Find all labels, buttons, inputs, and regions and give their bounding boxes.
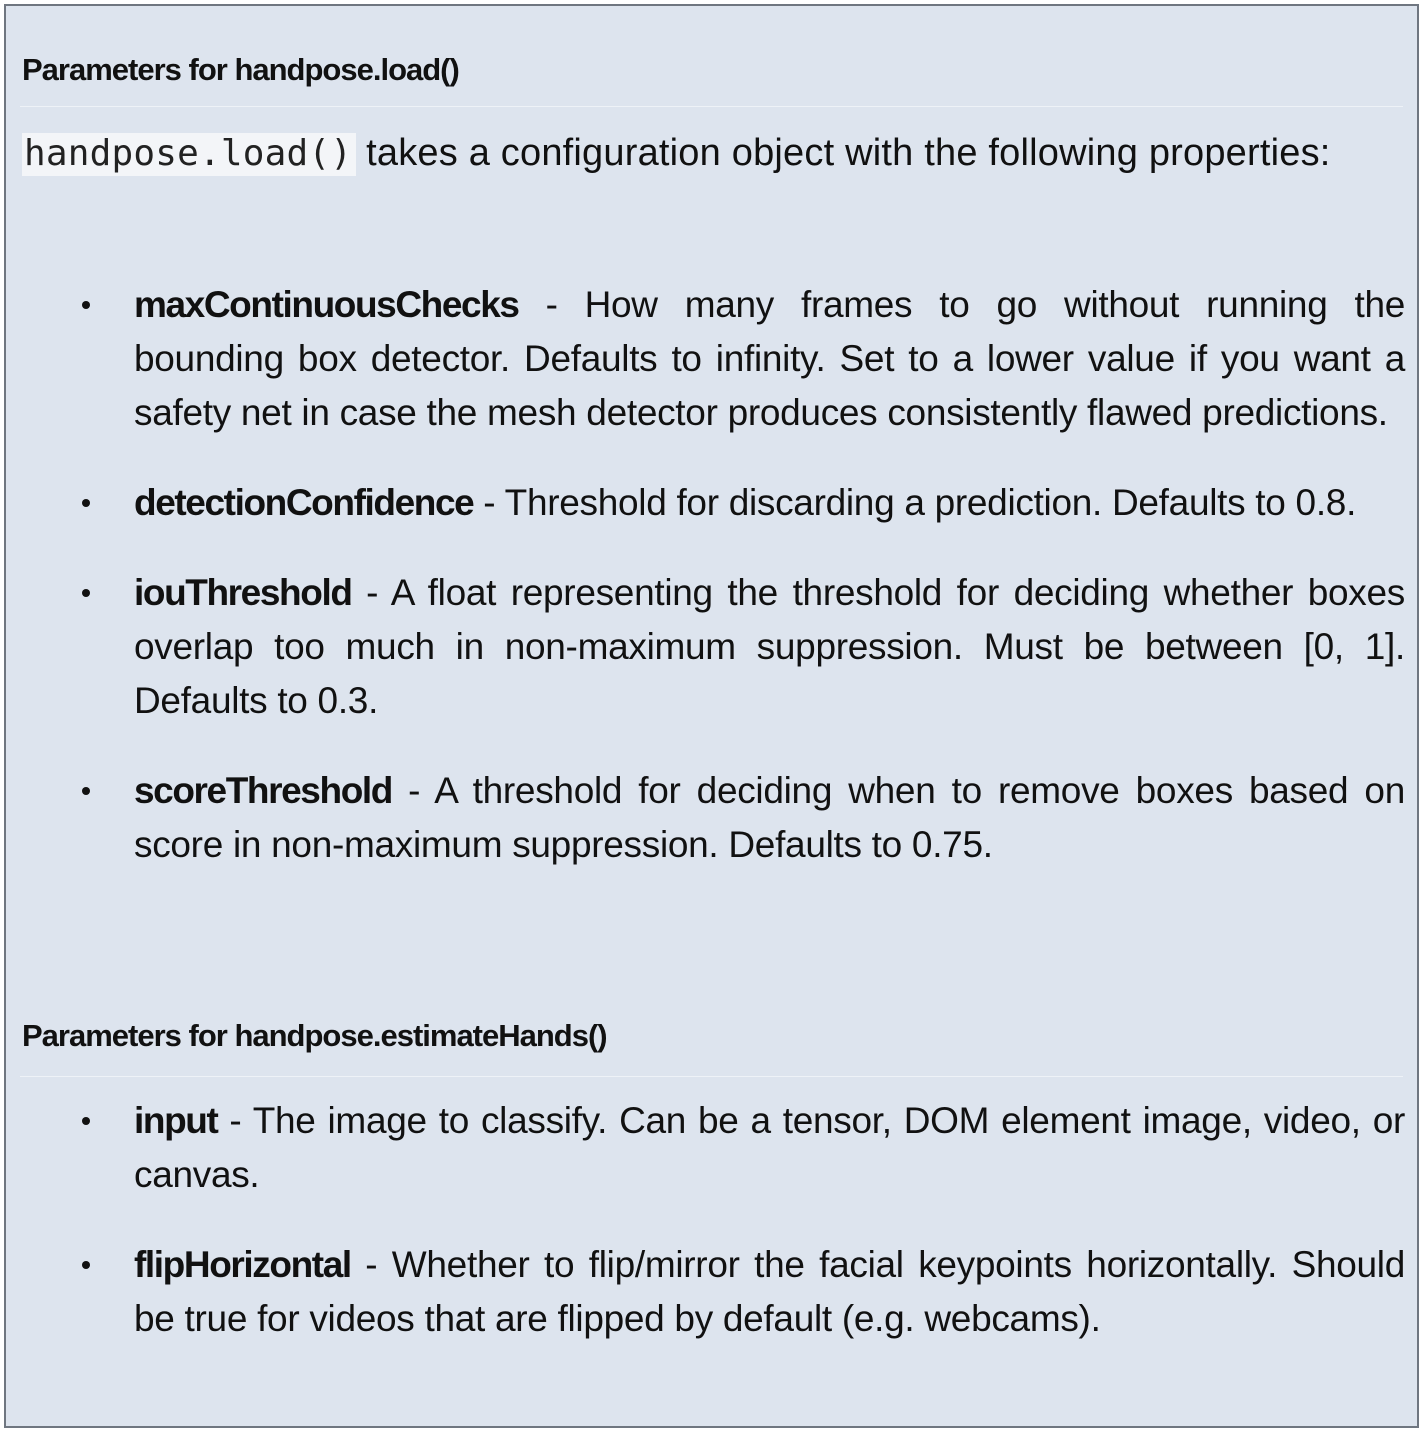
param-description: A threshold for deciding when to remove … [134, 770, 1405, 865]
param-separator: - [351, 572, 391, 613]
estimate-parameters-list: input - The image to classify. Can be a … [6, 1094, 1417, 1346]
param-term: maxContinuousChecks [134, 284, 520, 325]
heading-divider [20, 1076, 1403, 1077]
intro-text: takes a configuration object with the fo… [366, 132, 1331, 174]
param-separator: - [350, 1244, 392, 1285]
load-parameters-list: maxContinuousChecks - How many frames to… [6, 278, 1417, 872]
param-term: scoreThreshold [134, 770, 393, 811]
bullet-icon [82, 499, 90, 507]
param-separator: - [473, 482, 505, 523]
param-term: flipHorizontal [134, 1244, 352, 1285]
list-item: iouThreshold - A float representing the … [6, 566, 1417, 728]
param-description: Whether to flip/mirror the facial keypoi… [134, 1244, 1405, 1339]
param-description: The image to classify. Can be a tensor, … [134, 1100, 1405, 1195]
param-description: Threshold for discarding a prediction. D… [504, 482, 1357, 523]
param-description: How many frames to go without running th… [134, 284, 1405, 433]
param-separator: - [391, 770, 435, 811]
param-term: detectionConfidence [134, 482, 475, 523]
param-separator: - [217, 1100, 253, 1141]
load-parameters-heading: Parameters for handpose.load() [22, 52, 460, 87]
intro-code: handpose.load() [22, 133, 357, 176]
bullet-icon [82, 589, 90, 597]
load-intro-paragraph: handpose.load()takes a configuration obj… [22, 126, 1409, 181]
list-item: input - The image to classify. Can be a … [6, 1094, 1417, 1202]
param-separator: - [518, 284, 585, 325]
param-term: iouThreshold [134, 572, 353, 613]
list-item: scoreThreshold - A threshold for decidin… [6, 764, 1417, 872]
list-item: flipHorizontal - Whether to flip/mirror … [6, 1238, 1417, 1346]
parameters-panel: Parameters for handpose.load() handpose.… [4, 4, 1419, 1428]
bullet-icon [82, 301, 90, 309]
bullet-icon [82, 1261, 90, 1269]
bullet-icon [82, 787, 90, 795]
list-item: detectionConfidence - Threshold for disc… [6, 476, 1417, 530]
heading-divider [20, 106, 1403, 107]
estimate-parameters-heading: Parameters for handpose.estimateHands() [22, 1018, 608, 1053]
param-description: A float representing the threshold for d… [134, 572, 1405, 721]
param-term: input [134, 1100, 219, 1141]
list-item: maxContinuousChecks - How many frames to… [6, 278, 1417, 440]
bullet-icon [82, 1117, 90, 1125]
